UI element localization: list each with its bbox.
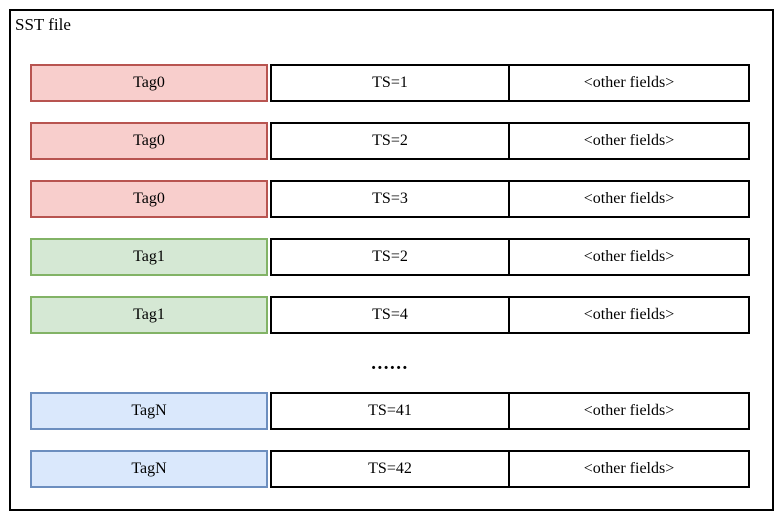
- record-other-fields-cell: <other fields>: [510, 392, 750, 430]
- record-timestamp-cell: TS=2: [270, 122, 510, 160]
- record-timestamp-cell: TS=4: [270, 296, 510, 334]
- record-tag-cell: Tag1: [30, 296, 268, 334]
- record-other-fields-cell: <other fields>: [510, 296, 750, 334]
- sst-file-title: SST file: [15, 15, 71, 34]
- record-tag-cell: Tag0: [30, 64, 268, 102]
- record-other-fields-cell: <other fields>: [510, 450, 750, 488]
- record-timestamp-cell: TS=1: [270, 64, 510, 102]
- record-timestamp-cell: TS=42: [270, 450, 510, 488]
- record-tag-cell: Tag1: [30, 238, 268, 276]
- record-other-fields-cell: <other fields>: [510, 122, 750, 160]
- ellipsis-label: ......: [371, 353, 409, 374]
- record-timestamp-cell: TS=3: [270, 180, 510, 218]
- record-timestamp-cell: TS=2: [270, 238, 510, 276]
- record-tag-cell: TagN: [30, 450, 268, 488]
- record-tag-cell: Tag0: [30, 180, 268, 218]
- record-other-fields-cell: <other fields>: [510, 64, 750, 102]
- records-continuation-separator: ......: [30, 354, 750, 378]
- record-other-fields-cell: <other fields>: [510, 180, 750, 218]
- record-timestamp-cell: TS=41: [270, 392, 510, 430]
- record-other-fields-cell: <other fields>: [510, 238, 750, 276]
- record-tag-cell: Tag0: [30, 122, 268, 160]
- record-tag-cell: TagN: [30, 392, 268, 430]
